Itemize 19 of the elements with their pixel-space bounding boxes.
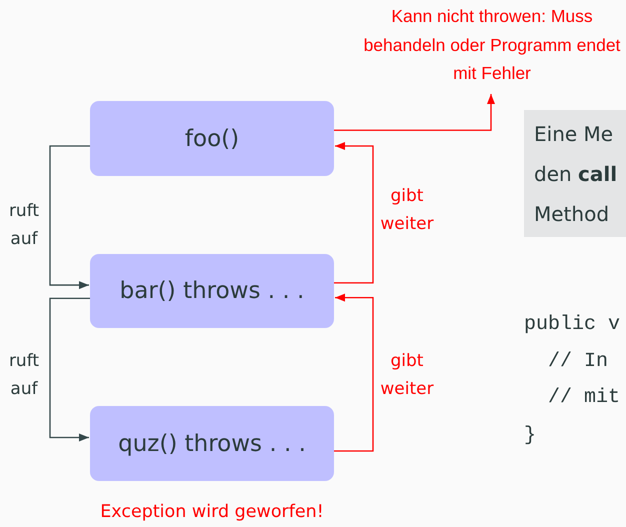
arrow	[49, 145, 90, 290]
code-line: // mit	[547, 386, 620, 409]
text-panel: Eine Me den call Method	[524, 110, 626, 237]
process-box: bar() throws . . .	[90, 254, 334, 328]
code-line: // In	[547, 350, 608, 373]
code-line: public v	[524, 313, 620, 336]
process-box: quz() throws . . .	[90, 406, 334, 481]
edge-label: ruft auf	[8, 200, 40, 251]
arrow	[334, 94, 495, 131]
note-text: Kann nicht throwen: Muss behandeln oder Programm endet mit Fehler	[362, 2, 622, 86]
arrow	[334, 142, 374, 284]
edge-label: ruft auf	[8, 350, 40, 401]
note-text: Exception wird geworfen!	[99, 502, 325, 522]
arrow	[49, 298, 90, 442]
edge-label: gibt weiter	[379, 185, 435, 236]
edge-label: gibt weiter	[379, 350, 435, 401]
process-box: foo()	[90, 101, 334, 176]
arrow	[334, 294, 374, 452]
code-line: }	[524, 424, 536, 447]
